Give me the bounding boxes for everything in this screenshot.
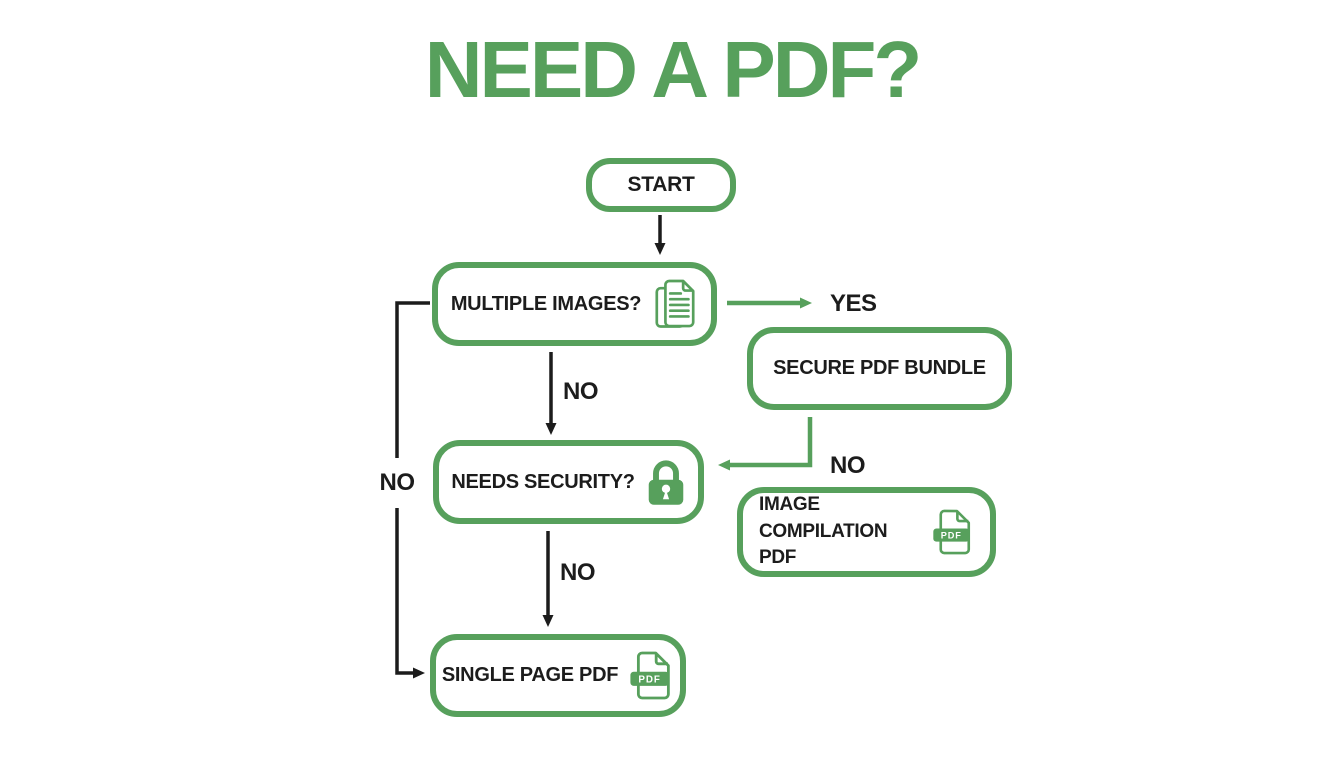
node-multiple-images: MULTIPLE IMAGES? [432, 262, 717, 346]
node-needs-security-label: NEEDS SECURITY? [451, 470, 635, 493]
node-needs-security: NEEDS SECURITY? [433, 440, 704, 524]
page-title: NEED A PDF? [424, 25, 922, 114]
documents-icon [655, 279, 695, 328]
pdf-icon-text: PDF [639, 675, 661, 686]
edge-multiple-to-single-lower [395, 508, 425, 679]
node-single-page-pdf-label: SINGLE PAGE PDF [441, 664, 619, 686]
node-multiple-images-label: MULTIPLE IMAGES? [450, 292, 642, 315]
node-image-compilation-pdf-label: IMAGE COMPILATION PDF [759, 494, 888, 569]
node-secure-pdf-bundle: SECURE PDF BUNDLE [747, 327, 1012, 410]
pdf-file-icon: PDF [933, 509, 971, 555]
edge-label-no-needs: NO [560, 559, 596, 586]
pdf-file-icon: PDF [630, 651, 670, 700]
node-image-compilation-pdf: IMAGE COMPILATION PDF PDF [737, 487, 996, 577]
lock-icon [648, 460, 683, 505]
node-single-page-pdf: SINGLE PAGE PDF PDF [430, 634, 686, 717]
edge-label-no-multiple: NO [563, 378, 599, 405]
node-secure-pdf-bundle-label: SECURE PDF BUNDLE [773, 357, 986, 379]
edge-multiple-to-single-upper [395, 301, 430, 458]
node-start: START [586, 158, 736, 212]
edge-label-no-left: NO [379, 469, 416, 496]
edge-label-no-secure: NO [830, 452, 866, 479]
node-start-label: START [627, 173, 695, 196]
edge-secure-to-needs [718, 417, 813, 471]
pdf-icon-text: PDF [941, 531, 962, 541]
edge-label-yes: YES [830, 290, 877, 317]
